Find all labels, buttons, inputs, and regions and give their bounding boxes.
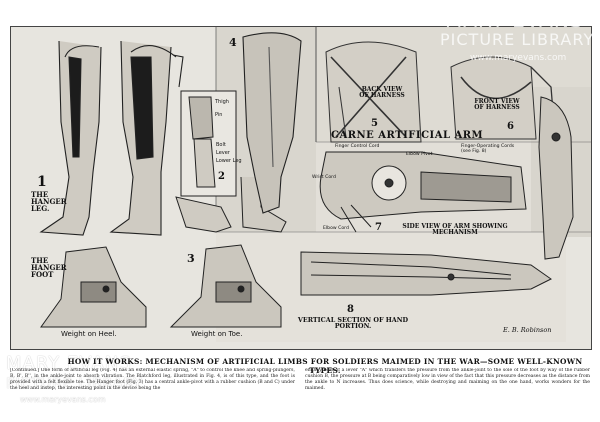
caption-col1-text: One form of artificial leg (Fig. 4) has …	[10, 368, 295, 391]
watermark-title-bottom: MARY EVANS	[6, 353, 132, 374]
illustration-drawing	[11, 27, 591, 349]
watermark-subtitle-bottom: PICTURE LIBRARY	[6, 376, 143, 392]
fig1-number: 1	[37, 174, 47, 190]
fig8-number: 8	[347, 304, 354, 315]
elbow-cord-label: Elbow Cord	[323, 226, 349, 231]
weight-heel-label: Weight on Heel.	[61, 330, 117, 338]
weight-toe-label: Weight on Toe.	[191, 330, 243, 338]
carne-title: CARNE ARTIFICIAL ARM	[331, 130, 484, 141]
thigh-label: Thigh	[215, 99, 229, 105]
fig7-arm-mechanism	[319, 151, 527, 233]
fig2-detail	[180, 90, 237, 197]
back-view-label: BACK VIEW OF HARNESS	[359, 86, 405, 99]
fig5-harness-back	[325, 41, 422, 143]
caption-body: [Continued.] One form of artificial leg …	[10, 368, 590, 410]
caption-headline: HOW IT WORKS: MECHANISM OF ARTIFICIAL LI…	[67, 357, 583, 375]
lower-leg-label: Lower Leg	[216, 158, 242, 164]
side-view-label: SIDE VIEW OF ARM SHOWING MECHANISM	[402, 223, 508, 236]
caption-continued: [Continued.]	[10, 368, 40, 373]
hanger-leg-label: THE HANGER LEG.	[31, 190, 67, 213]
hanger-foot-label: THE HANGER FOOT	[31, 256, 67, 279]
caption-column-1: [Continued.] One form of artificial leg …	[10, 368, 295, 410]
fig3-number: 3	[187, 252, 195, 265]
lever-label: Lever	[216, 150, 230, 156]
watermark-url: www.maryevans.com	[470, 53, 567, 63]
fig4-number: 4	[229, 36, 237, 49]
fig7-number: 7	[375, 222, 382, 233]
illustration-plate: 1 THE HANGER LEG. THE HANGER FOOT Weight…	[10, 26, 592, 350]
caption-column-2: employment of a lever "A" which transfer…	[305, 368, 590, 391]
vertical-section-label: VERTICAL SECTION OF HAND PORTION.	[297, 316, 409, 331]
finger-operating-label: Finger-Operating Cords (see Fig. 8)	[461, 144, 515, 154]
bolt-label: Bolt	[216, 142, 226, 148]
watermark-title: MARY EVANS	[445, 8, 584, 32]
fig2-feet	[175, 176, 287, 233]
watermark-subtitle: PICTURE LIBRARY	[440, 30, 595, 49]
elbow-pivot-label: Elbow Pivot	[406, 152, 433, 157]
fig6-number: 6	[507, 121, 514, 132]
fig5-number: 5	[371, 118, 378, 129]
artist-signature: E. B. Robinson	[503, 326, 552, 334]
right-arm-figure	[538, 96, 574, 260]
fig3-feet	[40, 244, 282, 328]
fig8-hand-section	[300, 251, 552, 296]
fig2-number: 2	[218, 171, 225, 182]
fig1-hanger-legs	[39, 40, 184, 236]
front-view-label: FRONT VIEW OF HARNESS	[474, 98, 520, 111]
wrist-cord-label: Wrist Cord	[312, 175, 336, 180]
watermark-url-bottom: www.maryevans.com	[20, 395, 106, 404]
pin-label: Pin	[215, 112, 223, 118]
fig4-leg	[242, 32, 302, 214]
finger-control-label: Finger Control Cord	[335, 144, 380, 149]
